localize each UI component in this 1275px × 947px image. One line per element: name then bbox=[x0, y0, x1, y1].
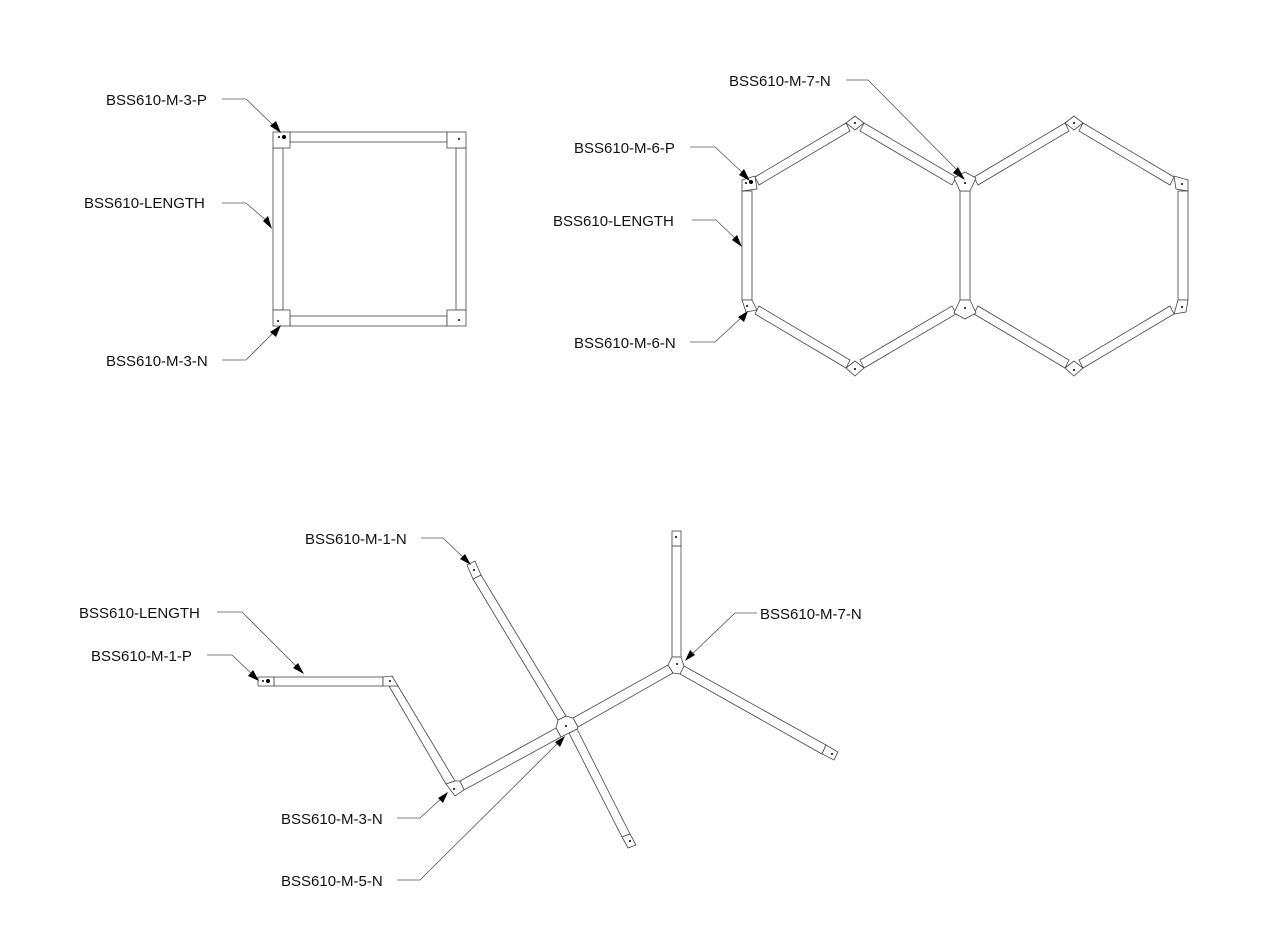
label-hex-corner-connector: BSS610-M-6-N bbox=[574, 335, 676, 352]
label-hex-length: BSS610-LENGTH bbox=[553, 213, 674, 230]
tree-connector-junction bbox=[667, 656, 685, 675]
tree-connector-start bbox=[257, 676, 275, 687]
hex-connector-start bbox=[741, 175, 758, 192]
hex-left-bar-bottom-left bbox=[754, 305, 851, 369]
label-tree-three-way-connector: BSS610-M-7-N bbox=[760, 606, 862, 623]
tree-connector-right-end bbox=[821, 744, 839, 761]
tree-connector-top-end bbox=[466, 560, 482, 580]
tree-connector-vertical-end bbox=[671, 530, 682, 547]
tree-bar-horizontal bbox=[273, 676, 384, 687]
callout-hex-length: BSS610-LENGTH bbox=[553, 213, 742, 247]
tree-bar-right bbox=[679, 665, 827, 755]
hex-connector-right-top bbox=[1064, 115, 1084, 131]
label-tree-four-way-connector: BSS610-M-5-N bbox=[281, 873, 383, 890]
square-bar-top bbox=[289, 131, 448, 143]
square-bar-left bbox=[272, 147, 284, 311]
label-square-corner-connector: BSS610-M-3-N bbox=[106, 353, 208, 370]
hex-right-bar-right bbox=[1177, 190, 1189, 301]
hex-left-bar-top-left bbox=[754, 122, 851, 186]
hex-connector-shared-bottom bbox=[953, 299, 977, 320]
callout-tree-three-way-connector: BSS610-M-7-N bbox=[685, 606, 862, 661]
hex-connector-right-top-right bbox=[1173, 175, 1189, 192]
square-connector-top-left bbox=[272, 131, 291, 149]
hex-shared-bar bbox=[959, 190, 971, 301]
hex-connector-left-bottom-left bbox=[741, 299, 758, 313]
callout-hex-start-connector: BSS610-M-6-P bbox=[574, 140, 750, 181]
square-assembly bbox=[272, 131, 467, 327]
hex-left-bar-top-right bbox=[859, 122, 957, 186]
label-tree-bend-connector: BSS610-M-3-N bbox=[281, 811, 383, 828]
square-connector-bottom-left bbox=[272, 309, 291, 327]
hex-connector-left-bottom bbox=[845, 360, 865, 377]
hex-right-bar-bottom-right bbox=[1078, 305, 1175, 369]
hex-left-bar-bottom-right bbox=[859, 305, 957, 369]
callout-tree-end-connector: BSS610-M-1-N bbox=[305, 531, 471, 565]
callout-tree-four-way-connector: BSS610-M-5-N bbox=[281, 736, 565, 890]
hexagon-assembly bbox=[741, 115, 1189, 377]
tree-bar-to-hub bbox=[459, 727, 562, 791]
label-hex-start-connector: BSS610-M-6-P bbox=[574, 140, 675, 157]
label-hex-shared-connector: BSS610-M-7-N bbox=[729, 73, 831, 90]
hex-left-bar-left bbox=[741, 190, 753, 301]
callout-square-corner-connector: BSS610-M-3-N bbox=[106, 325, 281, 370]
hex-right-bar-top-left bbox=[973, 122, 1070, 186]
tree-connector-bend-top bbox=[382, 675, 399, 687]
label-square-start-connector: BSS610-M-3-P bbox=[106, 92, 207, 109]
tree-bar-lower bbox=[568, 728, 631, 838]
tree-connector-bend-bottom bbox=[445, 780, 465, 797]
square-connector-bottom-right bbox=[446, 309, 467, 327]
square-bar-bottom bbox=[289, 315, 448, 327]
square-connector-top-right bbox=[446, 131, 467, 149]
tree-bar-to-junction bbox=[572, 664, 674, 728]
tree-connector-hub bbox=[555, 715, 579, 738]
square-bar-right bbox=[455, 147, 467, 311]
label-tree-start-connector: BSS610-M-1-P bbox=[91, 648, 192, 665]
hex-connector-right-bottom-right bbox=[1173, 299, 1189, 315]
callout-tree-length: BSS610-LENGTH bbox=[79, 605, 304, 674]
callout-tree-bend-connector: BSS610-M-3-N bbox=[281, 792, 448, 828]
hex-connector-right-bottom bbox=[1064, 360, 1084, 377]
callout-square-start-connector: BSS610-M-3-P bbox=[106, 92, 281, 133]
callout-hex-shared-connector: BSS610-M-7-N bbox=[729, 73, 965, 180]
label-tree-length: BSS610-LENGTH bbox=[79, 605, 200, 622]
label-tree-end-connector: BSS610-M-1-N bbox=[305, 531, 407, 548]
hex-connector-left-top bbox=[845, 115, 865, 131]
callout-hex-corner-connector: BSS610-M-6-N bbox=[574, 311, 748, 352]
tree-bar-long bbox=[472, 574, 567, 721]
hex-right-bar-bottom-left bbox=[973, 305, 1070, 369]
tree-connector-lower-end bbox=[621, 833, 637, 849]
tree-assembly bbox=[257, 530, 839, 849]
tree-bar-diagonal-down bbox=[388, 685, 456, 785]
hex-right-bar-top-right bbox=[1078, 122, 1175, 186]
label-square-length: BSS610-LENGTH bbox=[84, 195, 205, 212]
callout-square-length: BSS610-LENGTH bbox=[84, 195, 272, 229]
callout-tree-start-connector: BSS610-M-1-P bbox=[91, 648, 259, 681]
tree-bar-vertical bbox=[671, 545, 682, 658]
